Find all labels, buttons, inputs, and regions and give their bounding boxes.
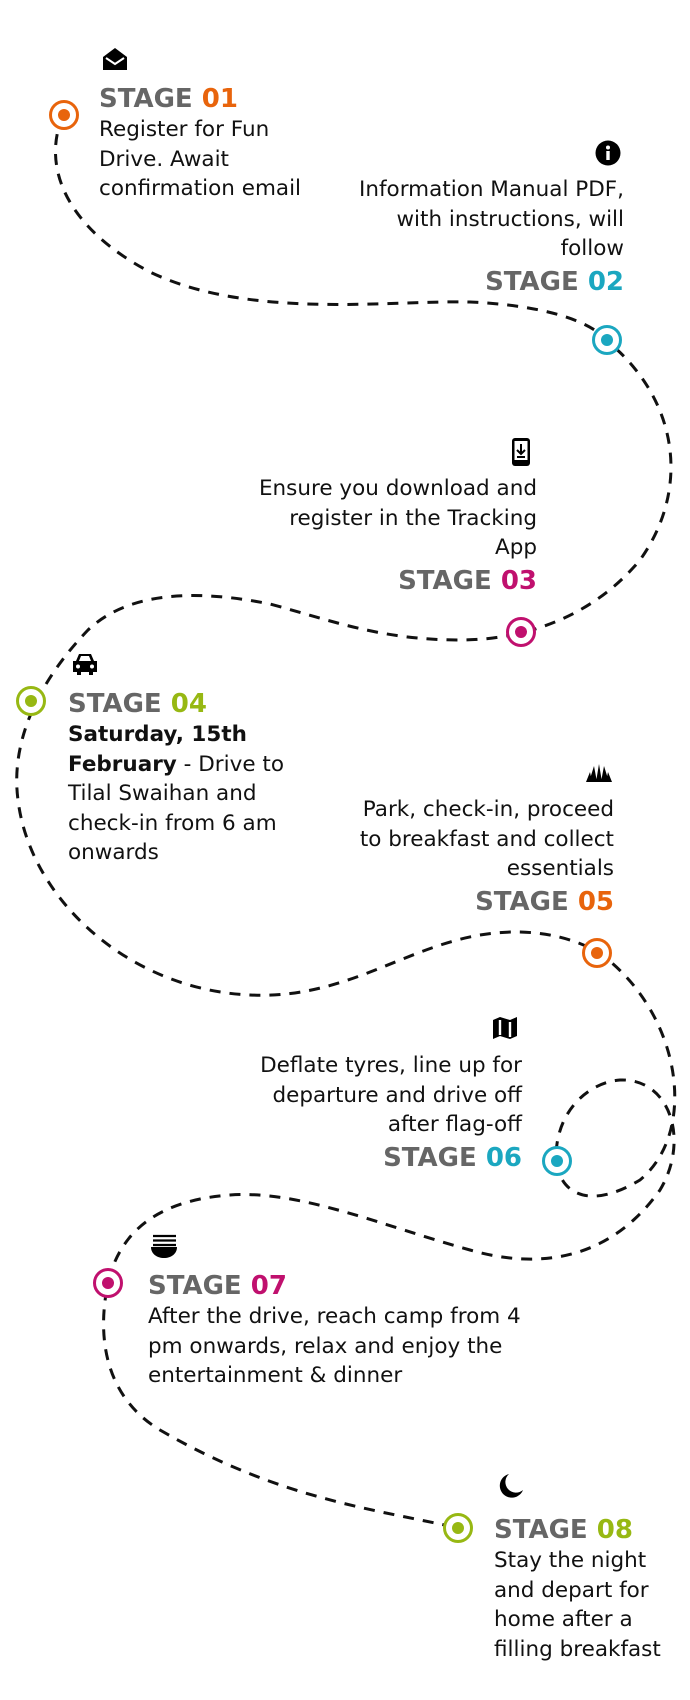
stage-07-marker xyxy=(93,1268,123,1298)
stage-title: STAGE 08 xyxy=(494,1514,684,1546)
stage-prefix: STAGE xyxy=(398,565,492,596)
stage-02-marker xyxy=(592,325,622,355)
car-icon xyxy=(71,652,99,676)
stage-06: Deflate tyres, line up for departure and… xyxy=(250,1051,522,1174)
stage-number: 07 xyxy=(250,1271,287,1301)
info-circle-icon xyxy=(595,140,621,166)
stage-title: STAGE 07 xyxy=(148,1270,560,1302)
stage-03: Ensure you download and register in the … xyxy=(255,474,537,597)
stage-number: 03 xyxy=(500,565,537,596)
stage-07: STAGE 07 After the drive, reach camp fro… xyxy=(148,1270,560,1391)
map-icon xyxy=(492,1016,518,1040)
stage-prefix: STAGE xyxy=(485,266,579,297)
stage-number: 04 xyxy=(170,689,207,719)
stage-01-marker xyxy=(49,100,79,130)
stage-05-marker xyxy=(582,938,612,968)
mobile-download-icon xyxy=(511,437,531,467)
stage-prefix: STAGE xyxy=(383,1142,477,1173)
stage-description: Register for Fun Drive. Await confirmati… xyxy=(99,117,302,201)
stage-prefix: STAGE xyxy=(148,1271,242,1301)
stage-06-marker xyxy=(542,1146,572,1176)
stage-prefix: STAGE xyxy=(494,1515,588,1545)
stage-description: After the drive, reach camp from 4 pm on… xyxy=(148,1304,521,1388)
stage-number: 05 xyxy=(577,886,614,917)
stage-08-marker xyxy=(443,1513,473,1543)
stage-prefix: STAGE xyxy=(99,84,193,114)
stage-description: Information Manual PDF, with instruction… xyxy=(359,177,624,261)
stage-number: 06 xyxy=(485,1142,522,1173)
moon-icon xyxy=(497,1472,525,1500)
stage-04: STAGE 04 Saturday, 15th February - Drive… xyxy=(68,688,318,868)
stage-title: STAGE 05 xyxy=(345,886,614,918)
food-bowl-icon xyxy=(150,1232,178,1260)
envelope-open-icon xyxy=(101,46,129,72)
stage-number: 02 xyxy=(587,266,624,297)
stage-01: STAGE 01 Register for Fun Drive. Await c… xyxy=(99,83,309,204)
stage-title: STAGE 03 xyxy=(255,565,537,597)
dashed-route-line xyxy=(15,114,677,1530)
stage-description: Park, check-in, proceed to breakfast and… xyxy=(359,797,614,881)
stage-04-marker xyxy=(16,686,46,716)
stage-03-marker xyxy=(506,617,536,647)
stage-description: Stay the night and depart for home after… xyxy=(494,1548,661,1662)
stage-title: STAGE 06 xyxy=(250,1142,522,1174)
stage-prefix: STAGE xyxy=(68,689,162,719)
stage-description: Deflate tyres, line up for departure and… xyxy=(260,1053,522,1137)
stage-description: Saturday, 15th February - Drive to Tilal… xyxy=(68,720,318,868)
stage-prefix: STAGE xyxy=(475,886,569,917)
stage-date: Saturday, 15th February xyxy=(68,722,247,777)
stage-02: Information Manual PDF, with instruction… xyxy=(330,175,624,298)
stage-number: 08 xyxy=(596,1515,633,1545)
stage-title: STAGE 01 xyxy=(99,83,309,115)
stage-title: STAGE 02 xyxy=(330,266,624,298)
stage-08: STAGE 08 Stay the night and depart for h… xyxy=(494,1514,684,1664)
stage-title: STAGE 04 xyxy=(68,688,318,720)
breakfast-icon xyxy=(585,764,613,784)
stage-number: 01 xyxy=(201,84,238,114)
stage-05: Park, check-in, proceed to breakfast and… xyxy=(345,795,614,918)
stage-description: Ensure you download and register in the … xyxy=(258,476,537,560)
stage-description-text: - Drive to Tilal Swaihan and check-in fr… xyxy=(68,751,284,866)
